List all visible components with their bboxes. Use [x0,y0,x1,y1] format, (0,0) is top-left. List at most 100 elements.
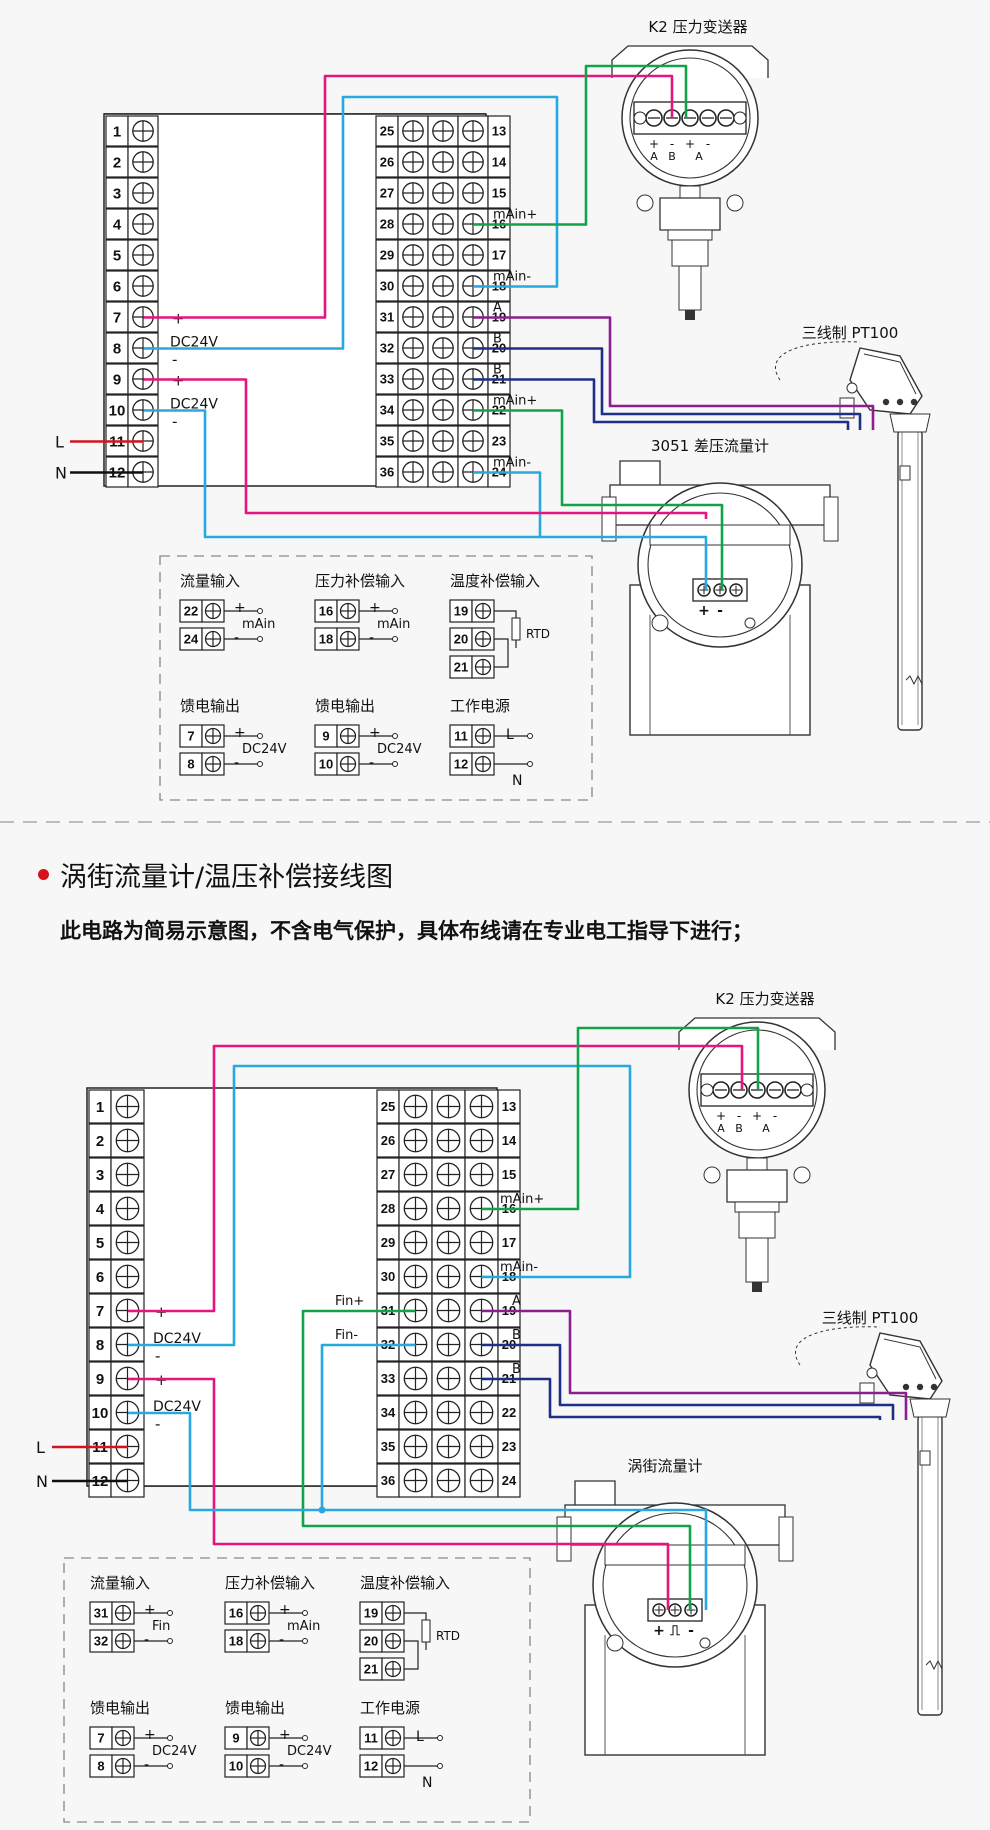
terminal-number: 34 [381,1405,396,1420]
transmitter-tip [752,1282,762,1292]
flowmeter-label: 3051 差压流量计 [651,437,769,455]
cable-gland [866,1367,878,1379]
terminal-number: 4 [113,216,122,233]
legend-node [437,1763,443,1769]
legend-frame [159,555,593,801]
legend-signal: DC24V [242,742,287,757]
side-gland [601,496,617,542]
side-gland [823,496,839,542]
wire-pink-k2 [128,1044,744,1313]
side-gland [556,1516,572,1562]
legend-title: 馈电输出 [180,697,240,715]
polarity-label: - [717,603,723,619]
rtd-element-icon [905,674,923,686]
terminal-number: 12 [364,1759,378,1774]
housing-screw [744,617,756,629]
polarity-label: - [670,137,674,151]
terminal-number: 30 [381,1269,395,1284]
wire-pink-flow [143,378,708,519]
transmitter-neck [679,185,701,199]
terminal-number: 13 [502,1099,516,1114]
terminal-number: 13 [492,124,506,139]
transmitter-body [659,197,721,231]
terminal-number: 15 [502,1167,516,1182]
terminal-number: 28 [381,1201,395,1216]
legend-plus: + [144,1727,156,1743]
terminal-number: 26 [381,1133,395,1148]
rtd-element-icon [925,1659,943,1671]
polarity-label: + [752,1109,762,1123]
legend-signal: RTD [436,1629,460,1643]
pressure-transmitter-label: K2 压力变送器 [715,990,814,1008]
section-title: 涡街流量计/温压补偿接线图 [60,862,394,893]
signal-label-B20: B [493,332,502,347]
legend-plus: + [369,725,381,741]
flowmeter-bar [604,1544,746,1566]
terminal-number: 19 [454,604,468,619]
signal-label-B21: B [493,363,502,378]
legend-node [257,733,263,739]
line-N-label: N [55,464,67,483]
legend-node [437,1735,443,1741]
signal-label-fin31: Fin+ [335,1294,364,1309]
terminal-number: 8 [187,757,194,772]
legend-minus: - [369,630,374,646]
mount-screw [733,111,747,125]
wire-blue-return [128,1411,322,1512]
terminal-number: 7 [113,309,121,326]
sensor-bolt [919,1450,931,1466]
terminal-number: 26 [380,155,394,170]
wire-navy-B [473,347,862,430]
junction-dot [318,1506,326,1514]
wire-blue-return [143,409,540,539]
legend-minus: - [234,755,239,771]
legend-signal: Fin [152,1619,170,1634]
polarity-label: + [685,137,695,151]
legend-plus: + [234,725,246,741]
terminal-number: 3 [96,1167,104,1184]
housing-bolt [793,1166,811,1184]
sensor-fitting [889,413,931,433]
terminal-number: 35 [380,434,394,449]
legend-plus: + [279,1727,291,1743]
transmitter-fitting [738,1211,776,1239]
legend-node [167,1638,173,1644]
terminal-number: 17 [492,248,506,263]
sensor-terminal [910,398,918,406]
polarity-minus-8: - [155,1347,160,1365]
dc24v-label-b: DC24V [170,397,218,413]
signal-label-mAin16: mAin+ [500,1192,544,1207]
legend-plus: + [369,600,381,616]
terminal-number: 24 [502,1473,517,1488]
terminal-number-cell [487,177,511,209]
legend-node [527,761,533,767]
polarity-minus-8: - [172,351,177,369]
terminal-number-cell [487,425,511,457]
transmitter-stem [678,265,702,311]
legend-node [392,733,398,739]
signal-label-fin32: Fin- [335,1328,358,1343]
polarity-label: - [737,1109,741,1123]
terminal-number: 9 [232,1731,239,1746]
mount-screw [800,1083,814,1097]
terminal-number: 2 [96,1133,104,1150]
terminal-number: 6 [113,278,121,295]
polarity-minus-10: - [172,413,177,431]
housing-bolt [703,1166,721,1184]
wire-pink-fm [128,1377,670,1610]
legend-node [527,733,533,739]
legend-node [167,1610,173,1616]
wire-blue-k2 [143,95,559,350]
legend-signal: DC24V [287,1744,332,1759]
legend-minus: - [144,1757,149,1773]
terminal-number: 5 [96,1235,104,1252]
polarity-minus-10: - [155,1415,160,1433]
legend-minus: - [279,1632,284,1648]
legend-plus: + [144,1602,156,1618]
line-L-label: L [36,1438,45,1457]
terminal-number-cell [487,239,511,271]
terminal-number: 35 [381,1439,395,1454]
polarity-label: - [773,1109,777,1123]
